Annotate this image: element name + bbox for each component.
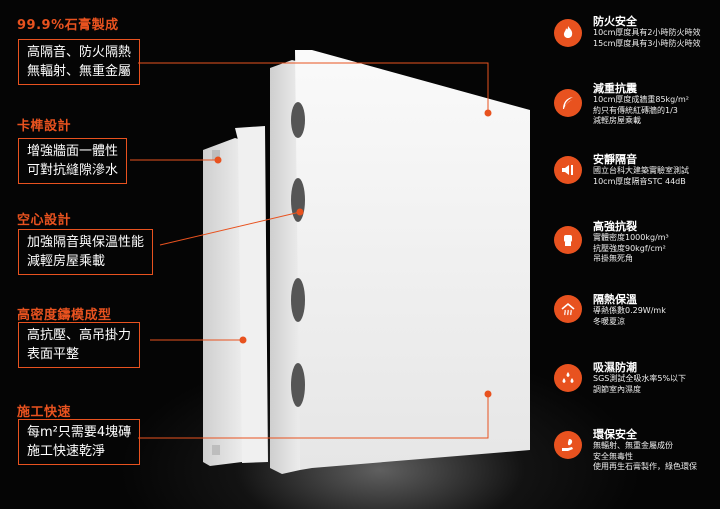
left-box: 加強隔音與保溫性能 減輕房屋乘載	[18, 229, 154, 275]
feature-line: 抗壓強度90kgf/cm²	[593, 243, 666, 253]
left-box-line: 加強隔音與保溫性能	[27, 235, 145, 250]
feature-line: 冬暖夏涼	[593, 316, 625, 326]
tongue-groove	[212, 445, 220, 455]
fist-icon	[554, 226, 582, 254]
house-heat-icon	[554, 295, 582, 323]
feature-line: 安全無毒性	[593, 451, 633, 461]
feature-title: 減重抗震	[593, 82, 637, 95]
feature-line: 約只有傳統紅磚牆的1/3	[593, 105, 678, 115]
feature-line: 15cm厚度具有3小時防火時效	[593, 38, 701, 48]
feature-line: 減輕房屋乘載	[593, 116, 641, 125]
feature-soundproof: 安靜隔音 國立台科大建築實驗室測試 10cm厚度隔音STC 44dB	[593, 153, 689, 187]
large-block-edge	[270, 60, 300, 474]
flame-icon	[554, 19, 582, 47]
feature-line: SGS測試全吸水率5%以下	[593, 374, 687, 383]
feature-eco: 環保安全 無輻射、無重金屬成份 安全無毒性 使用再生石膏製作，綠色環保	[593, 428, 697, 473]
feature-title: 隔熱保溫	[593, 293, 637, 306]
left-heading: 空心設計	[17, 213, 72, 228]
left-box-line: 高抗壓、高吊掛力	[27, 328, 132, 343]
feather-icon	[554, 89, 582, 117]
hollow-core	[291, 102, 305, 138]
feature-line: 使用再生石膏製作，綠色環保	[593, 462, 697, 471]
left-box: 高隔音、防火隔熱 無輻射、無重金屬	[18, 39, 141, 85]
feature-line: 國立台科大建築實驗室測試	[593, 166, 689, 175]
tongue-groove	[212, 150, 220, 160]
left-box-line: 表面平整	[27, 347, 80, 362]
left-heading: 卡榫設計	[17, 119, 72, 134]
small-block-face	[235, 126, 268, 463]
left-box-line: 減輕房屋乘載	[27, 254, 106, 269]
feature-fire: 防火安全 10cm厚度具有2小時防火時效 15cm厚度具有3小時防火時效	[593, 15, 700, 49]
feature-title: 防火安全	[593, 15, 637, 28]
soundproof-icon	[554, 156, 582, 184]
feature-title: 環保安全	[593, 428, 637, 441]
feature-line: 無輻射、無重金屬成份	[593, 441, 673, 450]
left-box-line: 施工快速乾淨	[27, 444, 106, 459]
left-box: 增強牆面一體性 可對抗縫隙滲水	[18, 138, 128, 184]
left-box-line: 可對抗縫隙滲水	[27, 163, 119, 178]
feature-lightweight: 減重抗震 10cm厚度成牆重85kg/m² 約只有傳統紅磚牆的1/3 減輕房屋乘…	[593, 82, 689, 127]
feature-title: 安靜隔音	[593, 153, 637, 166]
feature-strength: 高強抗裂 實體密度1000kg/m³ 抗壓強度90kgf/cm² 吊掛無死角	[593, 220, 669, 265]
left-heading: 99.9%石膏製成	[17, 18, 119, 33]
feature-line: 導熱係數0.29W/mk	[593, 306, 666, 315]
left-box-line: 無輻射、無重金屬	[27, 64, 132, 79]
hollow-core	[291, 363, 305, 407]
left-heading: 高密度鑄模成型	[17, 308, 112, 323]
small-block-edge	[203, 138, 242, 466]
feature-line: 調節室內濕度	[593, 384, 641, 394]
feature-line: 10cm厚度成牆重85kg/m²	[593, 95, 689, 104]
left-box-line: 每m²只需要4塊磚	[27, 425, 132, 440]
leaf-hand-icon	[554, 431, 582, 459]
left-box: 高抗壓、高吊掛力 表面平整	[18, 322, 141, 368]
left-box-line: 增強牆面一體性	[27, 144, 119, 159]
feature-line: 吊掛無死角	[593, 254, 633, 263]
left-box: 每m²只需要4塊磚 施工快速乾淨	[18, 419, 141, 465]
feature-line: 10cm厚度隔音STC 44dB	[593, 176, 686, 186]
feature-moisture: 吸濕防潮 SGS測試全吸水率5%以下 調節室內濕度	[593, 361, 686, 395]
feature-line: 10cm厚度具有2小時防火時效	[593, 28, 701, 37]
large-block-face	[295, 50, 530, 470]
feature-title: 吸濕防潮	[593, 361, 637, 374]
feature-title: 高強抗裂	[593, 220, 637, 233]
water-drops-icon	[554, 364, 582, 392]
feature-insulation: 隔熱保溫 導熱係數0.29W/mk 冬暖夏涼	[593, 293, 666, 327]
hollow-core	[291, 278, 305, 322]
feature-line: 實體密度1000kg/m³	[593, 233, 669, 242]
left-heading: 施工快速	[17, 405, 72, 420]
left-box-line: 高隔音、防火隔熱	[27, 45, 132, 60]
